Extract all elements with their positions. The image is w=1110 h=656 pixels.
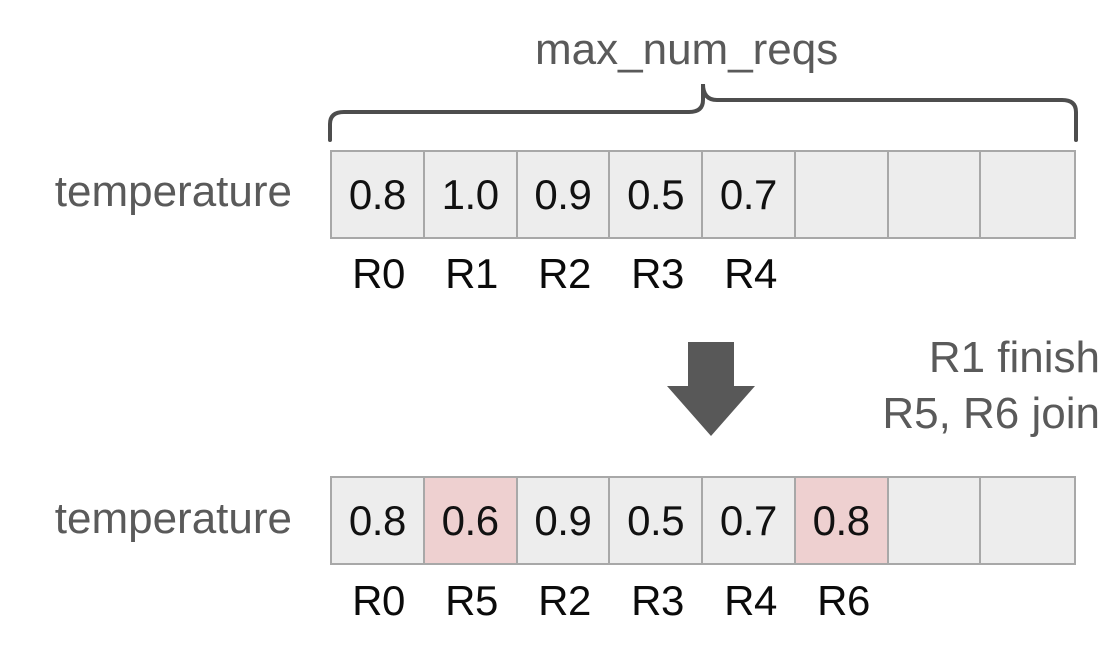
request-id-tick: [890, 253, 983, 295]
temperature-slot: [981, 152, 1074, 237]
temperature-slot: 0.8: [332, 152, 425, 237]
request-id-tick: R3: [631, 577, 684, 624]
request-id-tick: R4: [724, 250, 777, 297]
request-id-tick: R5: [445, 577, 498, 624]
transition-note-line-1: R1 finish: [928, 333, 1100, 382]
row-label-temperature-after: temperature: [54, 494, 292, 543]
temperature-slot: [888, 152, 982, 237]
curly-brace-icon: [326, 80, 1080, 142]
request-id-tick: [797, 253, 890, 295]
request-id-tick: [983, 580, 1076, 622]
temperature-slot: 0.8: [332, 478, 425, 563]
transition-note-line-2: R5, R6 join: [882, 389, 1100, 438]
temperature-slot: 0.6: [424, 478, 518, 563]
temperature-slot: 0.8: [795, 478, 889, 563]
temperature-slot: 0.5: [610, 478, 703, 563]
temperature-slot: 0.7: [703, 478, 796, 563]
request-id-tick: R3: [631, 250, 684, 297]
request-id-tick: [890, 580, 983, 622]
row-label-temperature-before: temperature: [54, 167, 292, 216]
temperature-slot: 0.5: [610, 152, 703, 237]
request-id-row-after: R0 R5 R2 R3 R4 R6: [332, 580, 1076, 622]
temperature-slot: [888, 478, 982, 563]
request-id-tick: R2: [538, 250, 591, 297]
temperature-slot: 0.9: [517, 152, 611, 237]
request-id-tick: R0: [352, 577, 405, 624]
request-id-tick: R2: [538, 577, 591, 624]
capacity-label: max_num_reqs: [535, 25, 839, 74]
temperature-slot: 1.0: [424, 152, 518, 237]
request-id-tick: [983, 253, 1076, 295]
temperature-slot: [981, 478, 1074, 563]
request-id-tick: R1: [445, 250, 498, 297]
request-id-tick: R0: [352, 250, 405, 297]
request-id-tick: R4: [724, 577, 777, 624]
down-arrow-icon: [665, 340, 757, 438]
temperature-slot: 0.7: [703, 152, 796, 237]
temperature-slot: [795, 152, 889, 237]
request-id-row-before: R0 R1 R2 R3 R4: [332, 253, 1076, 295]
temperature-slot: 0.9: [517, 478, 611, 563]
request-id-tick: R6: [817, 577, 870, 624]
